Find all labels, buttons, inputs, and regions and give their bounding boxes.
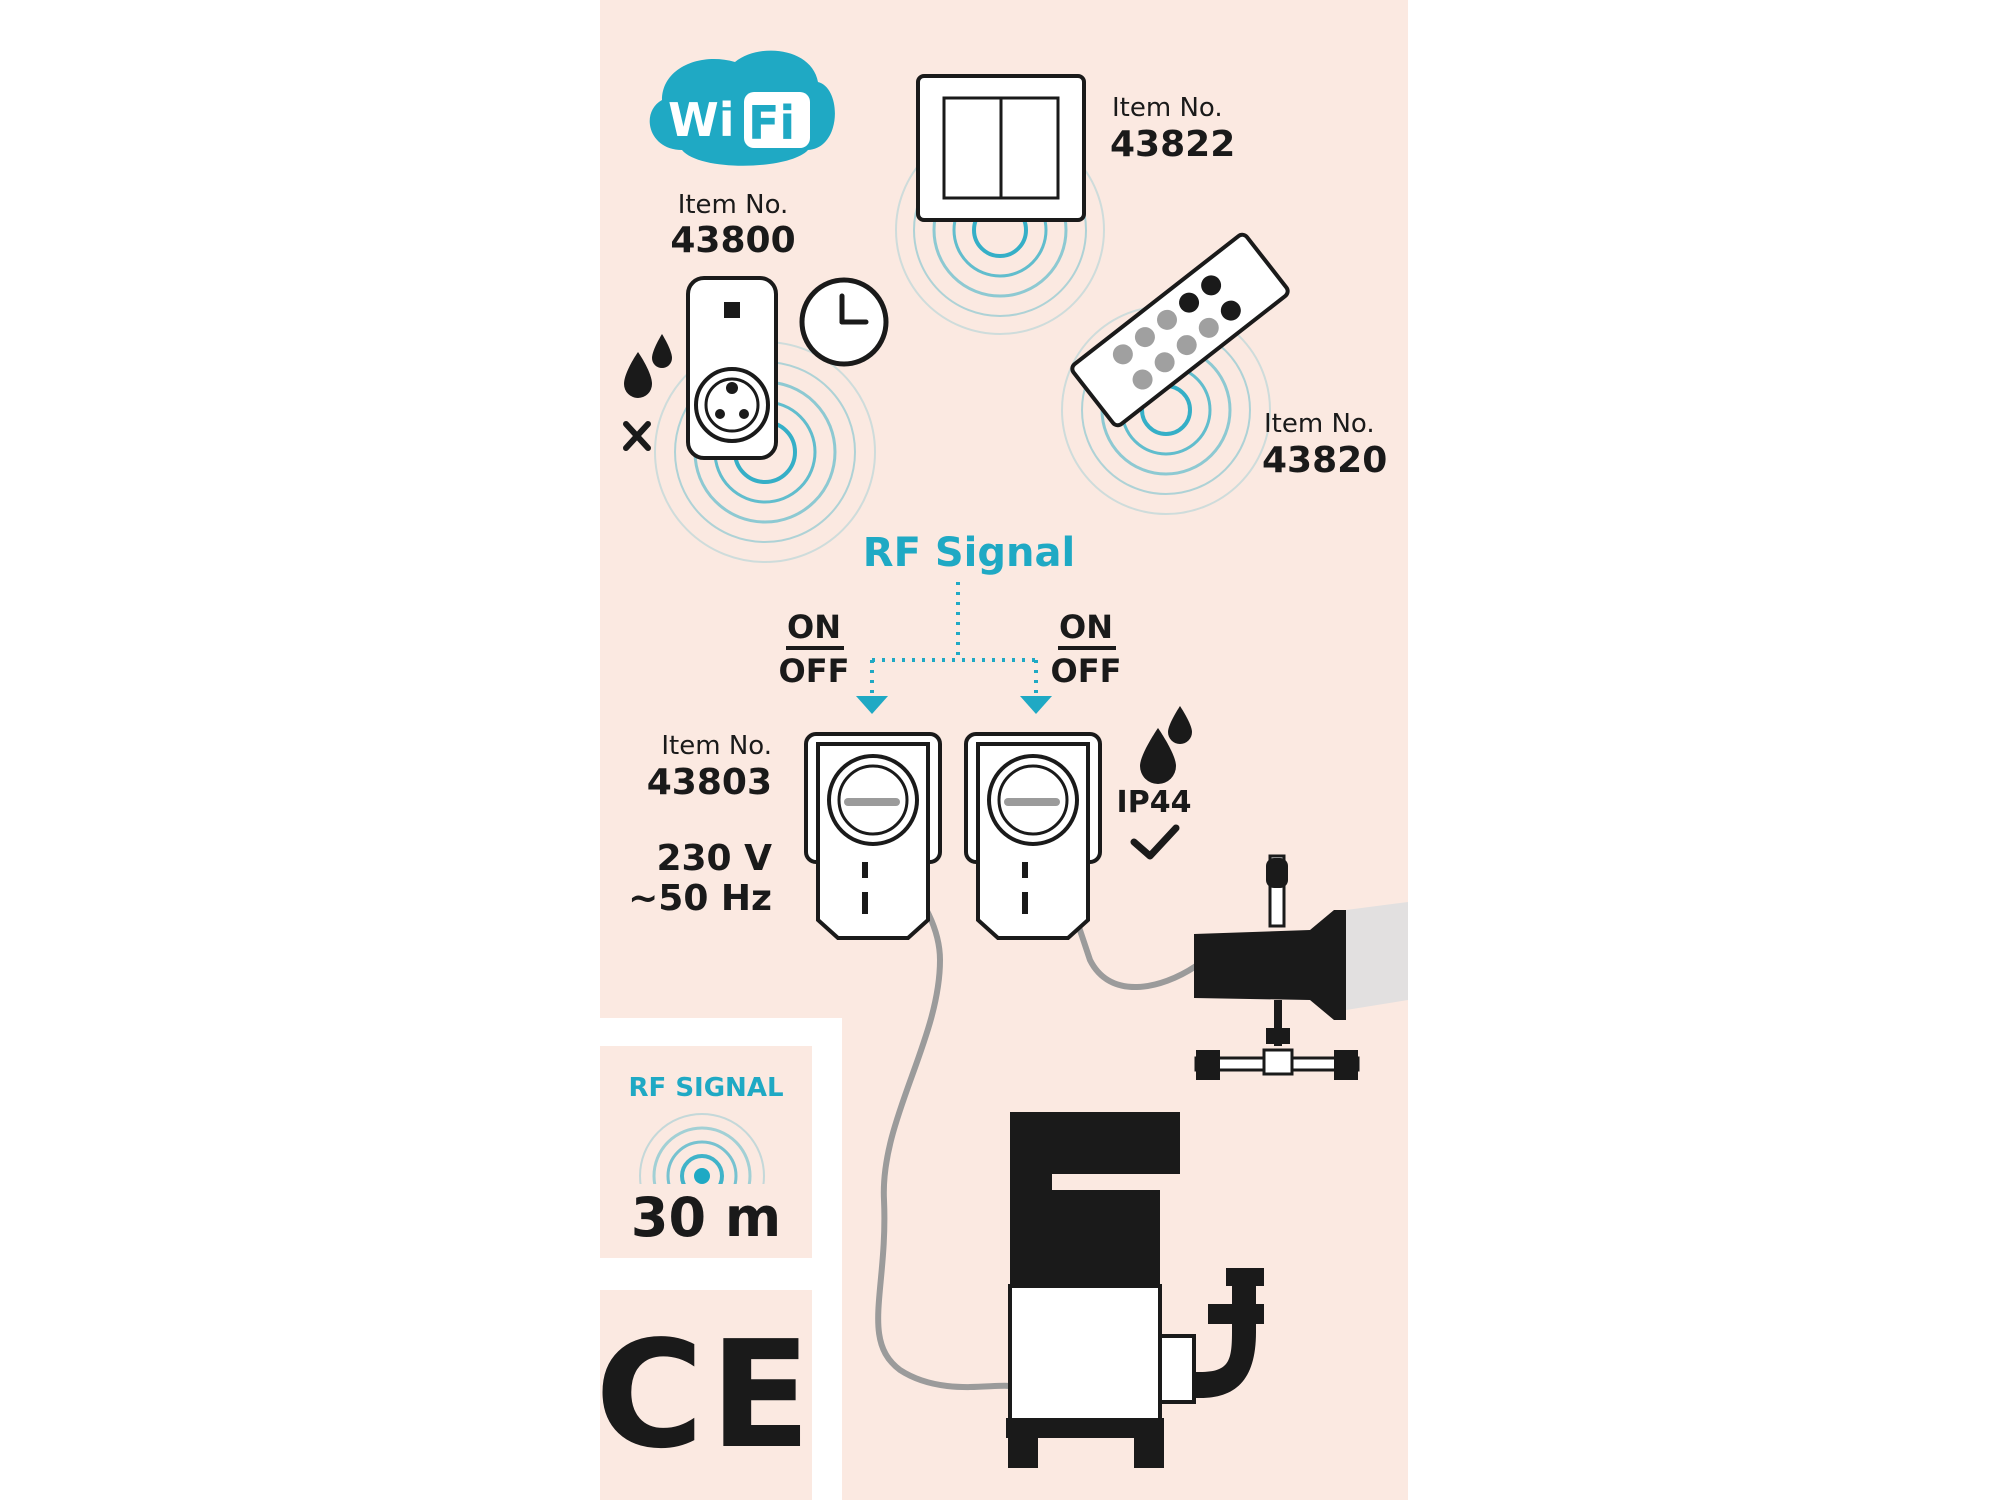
water-drops-icon [624, 334, 672, 398]
socket-timer-device [686, 276, 778, 460]
item-number-43820: 43820 [1262, 440, 1387, 481]
item-label-43803: Item No. [661, 731, 772, 761]
frequency-label: ~50 Hz [628, 878, 772, 919]
right-on-label: ON [1059, 608, 1113, 646]
wifi-logo-text-right: Fi [748, 96, 795, 150]
checkmark-icon [1130, 824, 1180, 860]
outdoor-socket-left [804, 732, 942, 940]
ce-mark: CE [595, 1309, 817, 1481]
floodlight-icon [1194, 854, 1408, 1080]
signal-route-lines [870, 582, 1038, 694]
item-number-43822: 43822 [1110, 124, 1235, 165]
left-on-label: ON [787, 608, 841, 646]
range-box-title: RF SIGNAL [628, 1073, 783, 1103]
range-value: 30 m [631, 1186, 781, 1249]
wall-switch-device [916, 74, 1086, 222]
outdoor-socket-right [964, 732, 1102, 940]
item-number-43800: 43800 [670, 220, 795, 261]
left-off-label: OFF [779, 652, 850, 690]
ce-box [600, 1290, 812, 1500]
water-drops-icon [1140, 706, 1192, 784]
remote-control-device [1070, 232, 1290, 428]
item-label-43820: Item No. [1264, 409, 1375, 439]
cross-icon [623, 421, 651, 451]
rf-signal-title: RF Signal [863, 530, 1075, 576]
item-number-43803: 43803 [647, 762, 772, 803]
item-label-43822: Item No. [1112, 93, 1223, 123]
arrow-down-right-icon [1020, 696, 1052, 714]
wifi-logo: Wi Fi [649, 50, 835, 166]
voltage-label: 230 V [656, 838, 772, 879]
right-off-label: OFF [1051, 652, 1122, 690]
submersible-pump-icon [1006, 1112, 1264, 1468]
clock-icon [799, 277, 889, 367]
range-box-mask [620, 1184, 796, 1248]
wifi-logo-text-left: Wi [668, 93, 735, 147]
arrow-down-left-icon [856, 696, 888, 714]
ip-rating-label: IP44 [1117, 785, 1192, 820]
item-label-43800: Item No. [678, 190, 789, 220]
